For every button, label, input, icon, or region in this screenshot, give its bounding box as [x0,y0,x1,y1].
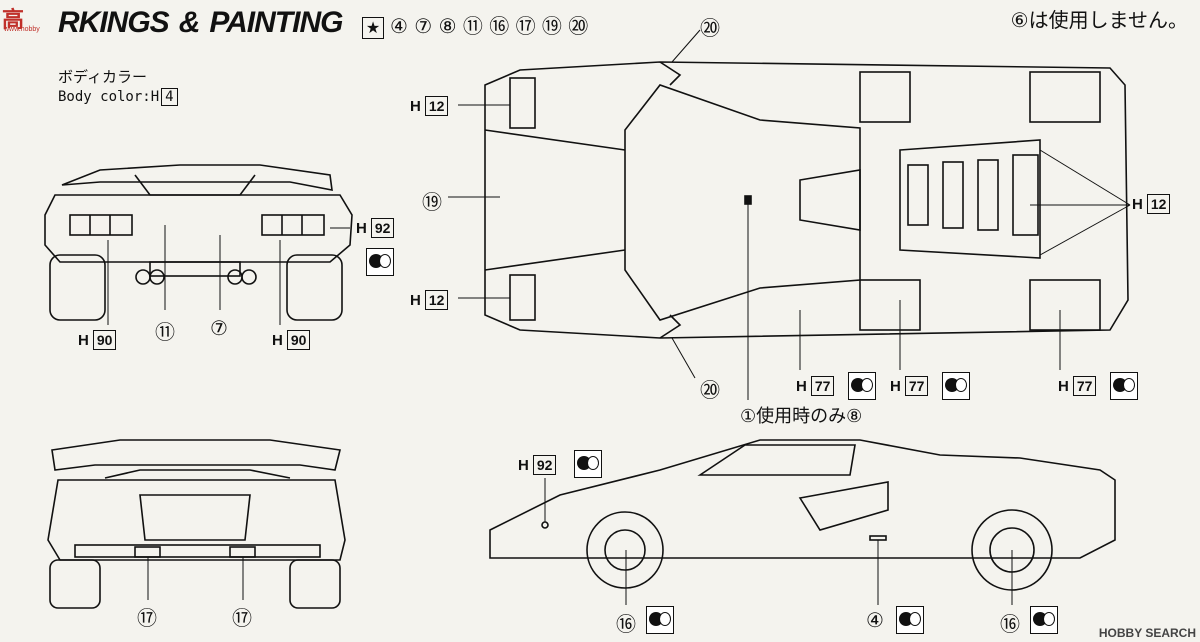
decal-mark-b [942,372,970,405]
callout-20-top: ⑳ [700,16,720,40]
title-part2: PAINTING [209,6,343,39]
body-color-jp: ボディカラー [58,68,147,86]
callout-16-left: ⑯ [616,612,636,636]
parts-list: ★ ④ ⑦ ⑧ ⑪ ⑯ ⑰ ⑲ ⑳ [362,10,588,39]
rear-view-drawing [44,164,353,321]
callout-4: ④ [866,608,884,632]
body-color-code: 4 [161,88,178,106]
decal-mark-a [848,372,876,405]
star-icon: ★ [362,17,384,39]
callout-11: ⑪ [155,320,175,344]
decal-mark-16-left [646,606,674,639]
logo-url: www.hobby [4,26,40,33]
unused-note: ⑥は使用しません。 [1010,8,1188,32]
use-only-note: ①使用時のみ⑧ [740,406,863,427]
decal-icon [1030,606,1058,634]
decal-mark-side [574,450,602,483]
top-view-drawing [484,61,1129,339]
logo-glyph: 高 [2,8,25,33]
title-part1: RKINGS [58,6,170,39]
callout-19: ⑲ [422,190,442,214]
decal-icon [366,248,394,276]
front-view-drawing [47,439,346,609]
side-view-drawing [489,439,1116,591]
decal-icon [942,372,970,400]
site-logo: 高 www.hobby [0,0,58,34]
watermark: HOBBY SEARCH [1098,626,1196,640]
title-amp: & [178,6,201,39]
decal-mark-16-right [1030,606,1058,639]
parts-numbers: ④ ⑦ ⑧ ⑪ ⑯ ⑰ ⑲ ⑳ [390,14,589,38]
callout-7: ⑦ [210,316,228,340]
decal-mark-4 [896,606,924,639]
callout-17-right: ⑰ [232,606,252,630]
page-title: RKINGS&PAINTING [58,6,343,40]
decal-icon [848,372,876,400]
decal-icon [896,606,924,634]
callout-17-left: ⑰ [137,606,157,630]
decal-mark-rear [366,248,394,281]
callout-16-right: ⑯ [1000,612,1020,636]
decal-icon [574,450,602,478]
decal-icon [646,606,674,634]
decal-icon [1110,372,1138,400]
callout-20-bottom: ⑳ [700,378,720,402]
decal-mark-c [1110,372,1138,405]
body-color-prefix: Body color:H [58,89,160,105]
